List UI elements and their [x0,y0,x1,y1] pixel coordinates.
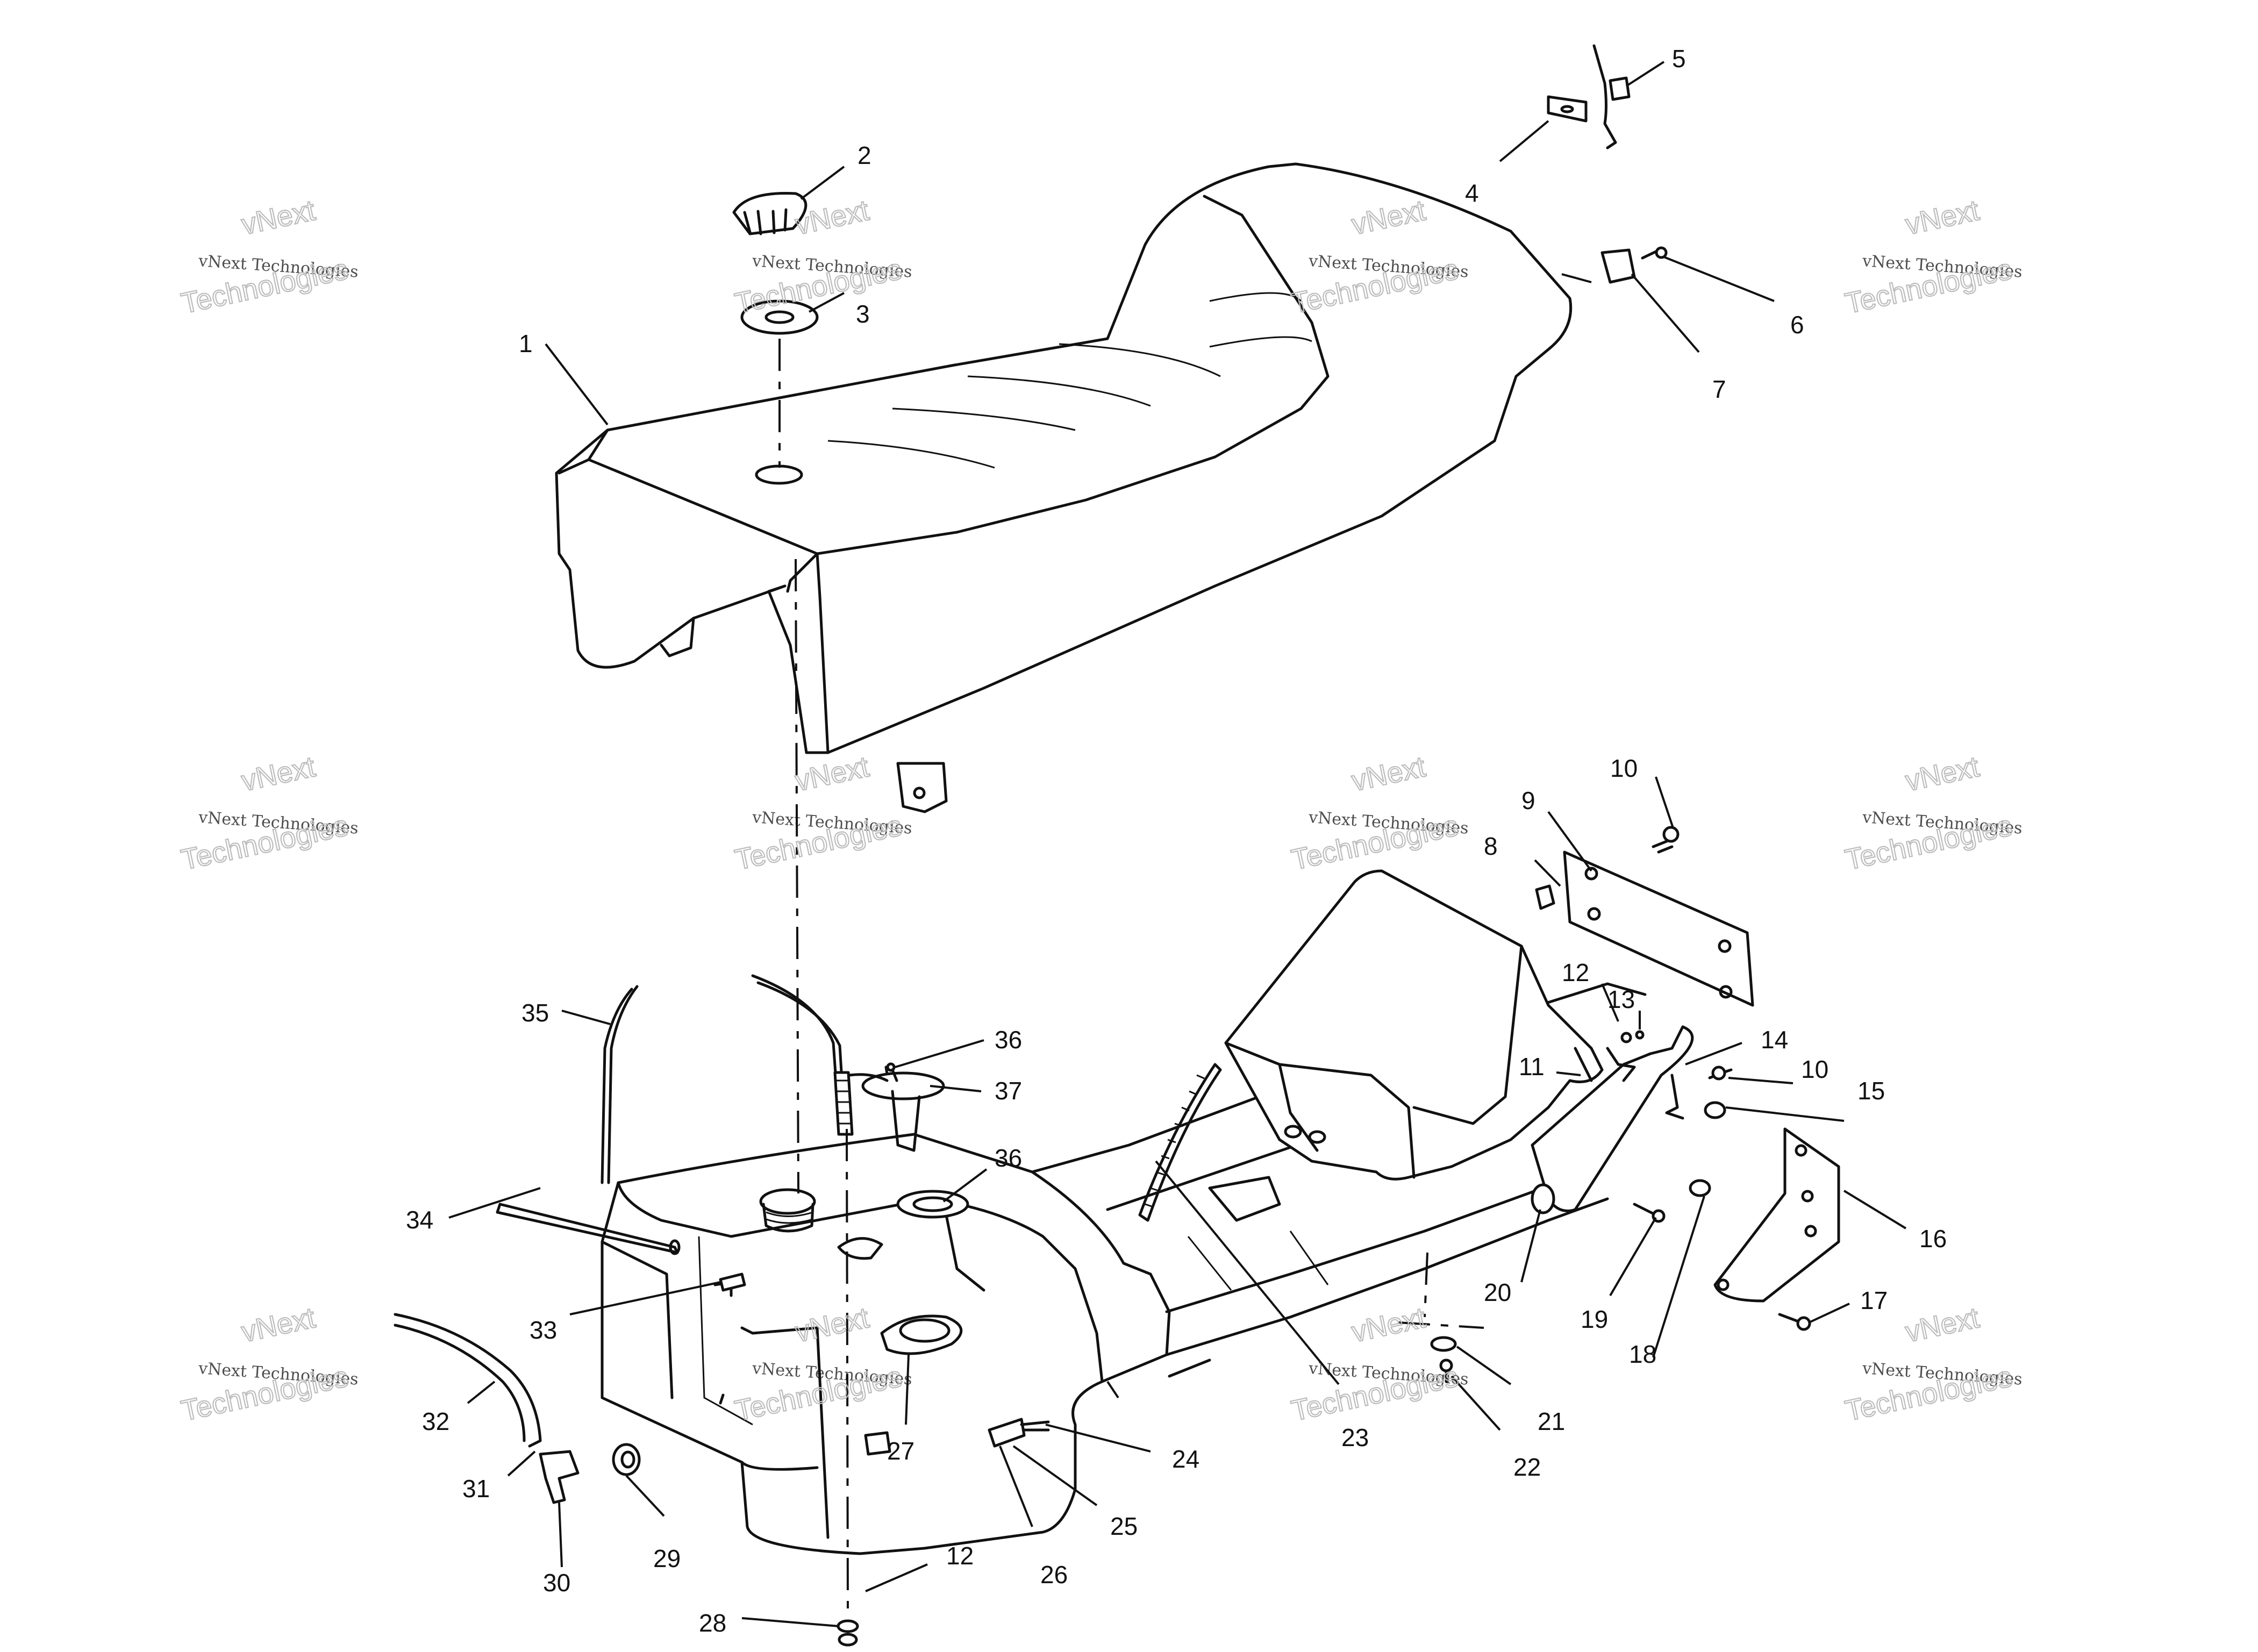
callout-22: 22 [1513,1453,1541,1481]
callout-29: 29 [653,1544,681,1572]
license-plate-mount-part [1563,850,1754,1007]
callout-28: 28 [699,1609,726,1637]
hardware-fasteners [539,826,1811,1647]
callout-11: 11 [1519,1053,1545,1081]
leader-lines [448,61,1907,1627]
callout-1: 1 [519,330,533,357]
seat-strap-part [1592,44,1631,149]
mud-flap-bracket-part [1713,1127,1840,1303]
callout-4: 4 [1465,179,1479,207]
callout-20: 20 [1484,1278,1511,1306]
callout-35: 35 [521,999,549,1027]
fuel-cap-gasket-part [740,299,819,335]
callout-33: 33 [530,1316,557,1344]
watermark: vNext vNext Technologies Technologies [1288,750,1469,877]
fuel-line-part [751,974,854,1136]
watermark: vNext vNext Technologies Technologies [178,1301,359,1428]
hose-conduit-part [1138,1063,1222,1222]
callout-27: 27 [887,1437,914,1465]
callout-34: 34 [406,1206,433,1234]
callout-32: 32 [422,1407,449,1435]
svg-text:vNext: vNext [1349,1301,1428,1348]
svg-text:vNext: vNext [1903,194,1982,241]
watermark: vNext vNext Technologies Technologies [1842,1301,2023,1428]
watermark: vNext vNext Technologies Technologies [1842,194,2023,320]
watermark: vNext vNext Technologies Technologies [1842,750,2023,877]
callout-21: 21 [1538,1407,1565,1435]
svg-text:vNext: vNext [792,750,872,797]
callout-6: 6 [1790,311,1804,339]
callout-13: 13 [1607,985,1635,1013]
callout-3: 3 [856,300,870,328]
callout-14: 14 [1761,1026,1788,1054]
callout-9: 9 [1521,786,1535,814]
callout-36b: 36 [995,1144,1022,1172]
drain-hose-part [394,1313,542,1448]
callout-16: 16 [1919,1225,1947,1253]
callout-31: 31 [462,1475,490,1503]
callout-12b: 12 [946,1542,974,1570]
svg-text:vNext: vNext [1903,1301,1982,1348]
svg-text:vNext: vNext [239,194,318,241]
watermark: vNext vNext Technologies Technologies [178,194,359,320]
watermark: vNext vNext Technologies Technologies [732,750,913,877]
fuel-cap-part [732,191,808,235]
callout-8: 8 [1484,832,1498,860]
callout-26: 26 [1040,1561,1068,1589]
callout-12a: 12 [1562,959,1589,986]
assembly-centerlines [778,339,1484,1613]
svg-text:vNext: vNext [239,750,318,797]
breather-hose-part [496,1203,681,1255]
svg-text:vNext: vNext [1903,750,1982,797]
watermark: vNext vNext Technologies Technologies [1288,1301,1469,1428]
svg-text:vNext: vNext [239,1301,318,1348]
callout-19: 19 [1581,1305,1608,1333]
seat-base-part [1224,869,1604,1181]
seat-latch-part [1547,95,1588,123]
callout-5: 5 [1672,45,1686,73]
callout-10b: 10 [1801,1055,1828,1083]
callout-17: 17 [1860,1286,1888,1314]
callout-23: 23 [1341,1424,1369,1451]
taillight-bracket-part [1531,1025,1694,1212]
callout-37: 37 [995,1077,1022,1105]
vent-hose-part [601,985,639,1184]
callout-36a: 36 [995,1026,1022,1054]
svg-text:vNext: vNext [1349,750,1428,797]
fuel-tank-part [601,1133,1171,1555]
callout-7: 7 [1712,375,1726,403]
callout-24: 24 [1172,1445,1199,1473]
callout-25: 25 [1110,1512,1138,1540]
callout-labels: 1 2 3 4 5 6 7 8 9 10 10 11 12 12 13 14 1… [406,45,1947,1637]
callout-2: 2 [858,141,871,169]
watermark: vNext vNext Technologies Technologies [178,750,359,877]
callout-30: 30 [543,1569,570,1597]
seat-part [555,162,1573,813]
callout-10a: 10 [1610,754,1638,782]
callout-15: 15 [1857,1077,1885,1105]
callout-18: 18 [1629,1340,1656,1368]
